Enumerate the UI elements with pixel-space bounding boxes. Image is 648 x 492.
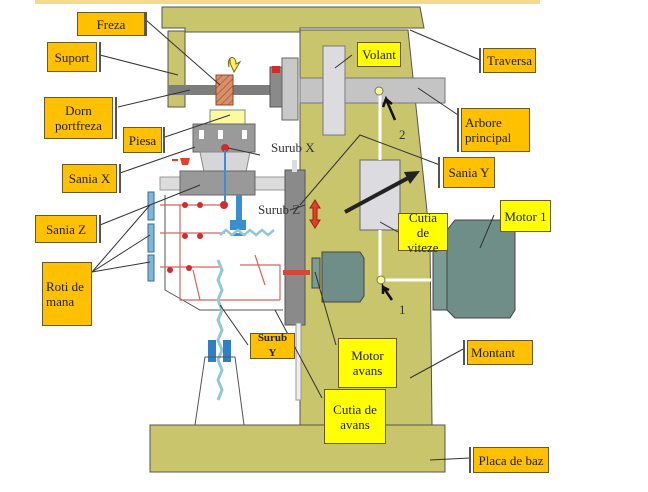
label-roti-de-mana: Roti de mana <box>42 262 92 326</box>
screw-y-nut-right <box>223 340 231 362</box>
label-freza: Freza <box>77 12 145 36</box>
t-slot <box>199 130 204 139</box>
t-slot <box>242 130 247 139</box>
label-surub-y: Surub Y <box>250 332 295 359</box>
label-sania-y: Sania Y <box>443 157 495 188</box>
linkage-joint <box>167 267 173 273</box>
spindle-nose <box>281 57 299 121</box>
lever-red <box>180 158 190 165</box>
label-volant: Volant <box>357 42 401 67</box>
label-bracket <box>469 447 471 473</box>
label-motor-avans: Motor avans <box>338 338 397 388</box>
feed-motor <box>321 251 365 303</box>
label-sania-x: Sania X <box>62 164 117 193</box>
annotation-surub-x: Surub X <box>271 140 315 155</box>
label-bracket <box>119 164 121 193</box>
linkage-joint <box>182 233 188 239</box>
base-plate <box>149 424 446 473</box>
screw-y-nut-left <box>208 340 216 362</box>
label-bracket <box>145 12 147 36</box>
label-bracket <box>115 97 117 139</box>
handwheel-y[interactable] <box>147 254 155 282</box>
flywheel <box>322 45 346 136</box>
lever-knob-1 <box>376 275 386 285</box>
handwheel-z[interactable] <box>147 223 155 253</box>
pointer-arrow-2-icon <box>381 95 397 121</box>
main-motor <box>446 219 516 319</box>
feed-motor-flange <box>311 257 321 289</box>
label-bracket <box>438 157 440 188</box>
top-strip <box>35 0 540 4</box>
screw-z-nut <box>230 220 246 230</box>
main-spindle <box>299 77 446 104</box>
label-arbore-principal: Arbore principal <box>461 108 530 152</box>
screw-z-shaft <box>236 195 242 220</box>
feed-shaft <box>283 270 310 275</box>
label-sania-z: Sania Z <box>35 215 97 243</box>
label-bracket <box>479 48 481 73</box>
lever-knob-2 <box>374 86 384 96</box>
direction-arrow-icon <box>404 171 420 184</box>
vertical-guide <box>284 169 306 326</box>
label-piesa: Piesa <box>123 127 162 153</box>
linkage-joint <box>182 202 188 208</box>
screw-y-support <box>194 356 245 426</box>
label-montant: Montant <box>467 340 533 365</box>
screw-y-thread <box>216 259 224 401</box>
pointer-arrow-1-icon <box>381 282 394 301</box>
label-motor-1: Motor 1 <box>500 200 551 232</box>
label-cutia-de-avans: Cutia de avans <box>324 389 386 444</box>
rotation-arrow-icon <box>227 57 242 74</box>
knee-sania-z <box>179 170 256 196</box>
screw-z-thread <box>219 228 275 237</box>
linkage-joint <box>186 265 192 271</box>
vertical-feed-arrow-icon <box>309 199 321 229</box>
label-bracket <box>99 215 101 243</box>
leader-lines <box>91 19 495 461</box>
label-bracket <box>99 42 101 72</box>
annotation-surub-z: Surub Z <box>258 202 301 217</box>
label-bracket <box>463 340 465 365</box>
guide-top <box>292 160 297 172</box>
linkage-joint <box>197 233 203 239</box>
direction-arrow-shaft <box>344 176 409 214</box>
overarm-traversa <box>161 6 425 33</box>
label-placa-de-baz: Placa de baz <box>473 447 549 473</box>
label-suport: Suport <box>47 42 97 72</box>
label-dorn-portfreza: Dorn portfreza <box>44 97 113 139</box>
milling-cutter <box>215 74 234 106</box>
column-strip <box>295 322 302 401</box>
linkage-joint <box>197 202 203 208</box>
label-bracket <box>457 108 459 152</box>
linkage-joint <box>220 201 228 209</box>
label-cutia-de-viteze: Cutia de viteze <box>398 210 448 255</box>
annotation-lever-1: 1 <box>399 302 406 317</box>
label-bracket <box>163 127 165 153</box>
annotation-lever-2: 2 <box>399 127 406 142</box>
label-traversa: Traversa <box>483 48 536 73</box>
t-slot <box>218 130 223 139</box>
key-red <box>272 66 280 73</box>
lead-screw-x-nut <box>221 144 229 152</box>
arbor-support <box>167 30 186 108</box>
